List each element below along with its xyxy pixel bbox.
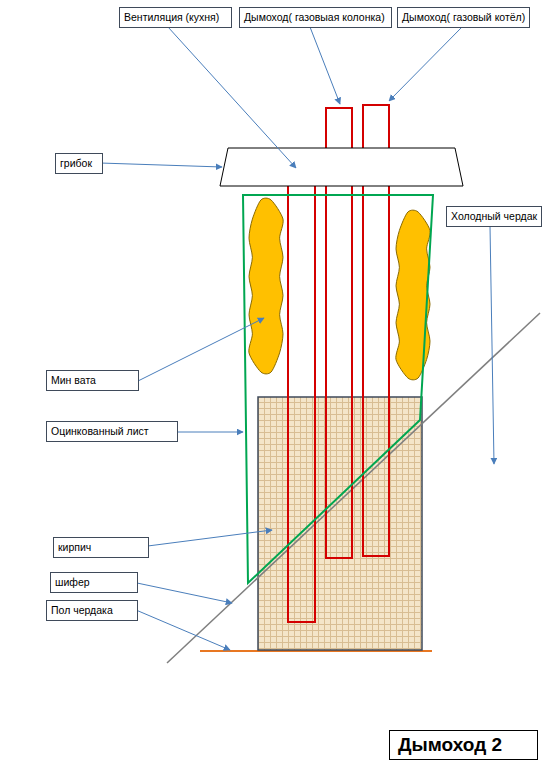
callout-label: Дымоход( газовый котёл): [402, 11, 525, 24]
callout-box: Оцинкованный лист: [46, 421, 178, 442]
leader-line: [137, 583, 232, 603]
callout-label: Дымоход( газовыая колонка): [244, 11, 387, 24]
callout-box: Дымоход( газовыая колонка): [239, 7, 392, 28]
mineral-wool-blob: [396, 210, 430, 380]
callout-box: Холодный чердак: [446, 206, 542, 227]
leader-line: [176, 432, 243, 433]
callout-box: шифер: [50, 572, 138, 593]
chimney-cap: [220, 148, 463, 186]
callout-label: грибок: [60, 157, 98, 170]
leader-line: [389, 27, 462, 101]
callout-box: Вентиляция (кухня): [119, 7, 232, 28]
ventilation-pipe: [288, 172, 315, 622]
callout-label: Вентиляция (кухня): [124, 11, 227, 24]
callout-label: шифер: [55, 576, 133, 589]
leader-line: [100, 163, 222, 167]
callout-label: Пол чердака: [51, 604, 133, 617]
callout-box: кирпич: [53, 537, 149, 558]
leader-line: [168, 27, 296, 168]
leader-line: [140, 530, 272, 547]
callout-label: Холодный чердак: [451, 210, 537, 223]
callout-box: Пол чердака: [46, 600, 138, 621]
callout-label: кирпич: [58, 541, 144, 554]
mineral-wool: [249, 198, 430, 380]
brick-stack: [258, 397, 422, 650]
callout-box: Мин вата: [46, 370, 139, 391]
leader-line: [490, 226, 494, 464]
callout-label: Оцинкованный лист: [51, 425, 173, 438]
mineral-wool-blob: [249, 198, 283, 374]
leader-line: [136, 610, 230, 650]
galvanized-casing: [243, 195, 433, 583]
callout-label: Мин вата: [51, 374, 134, 387]
slate-roof-line: [167, 313, 540, 663]
title-box: Дымоход 2: [389, 730, 538, 760]
callout-box: грибок: [55, 153, 103, 174]
callout-box: Дымоход( газовый котёл): [397, 7, 530, 28]
leader-line: [138, 318, 264, 381]
leader-lines: [100, 27, 494, 650]
leader-line: [310, 27, 340, 104]
diagram-title: Дымоход 2: [398, 733, 529, 757]
